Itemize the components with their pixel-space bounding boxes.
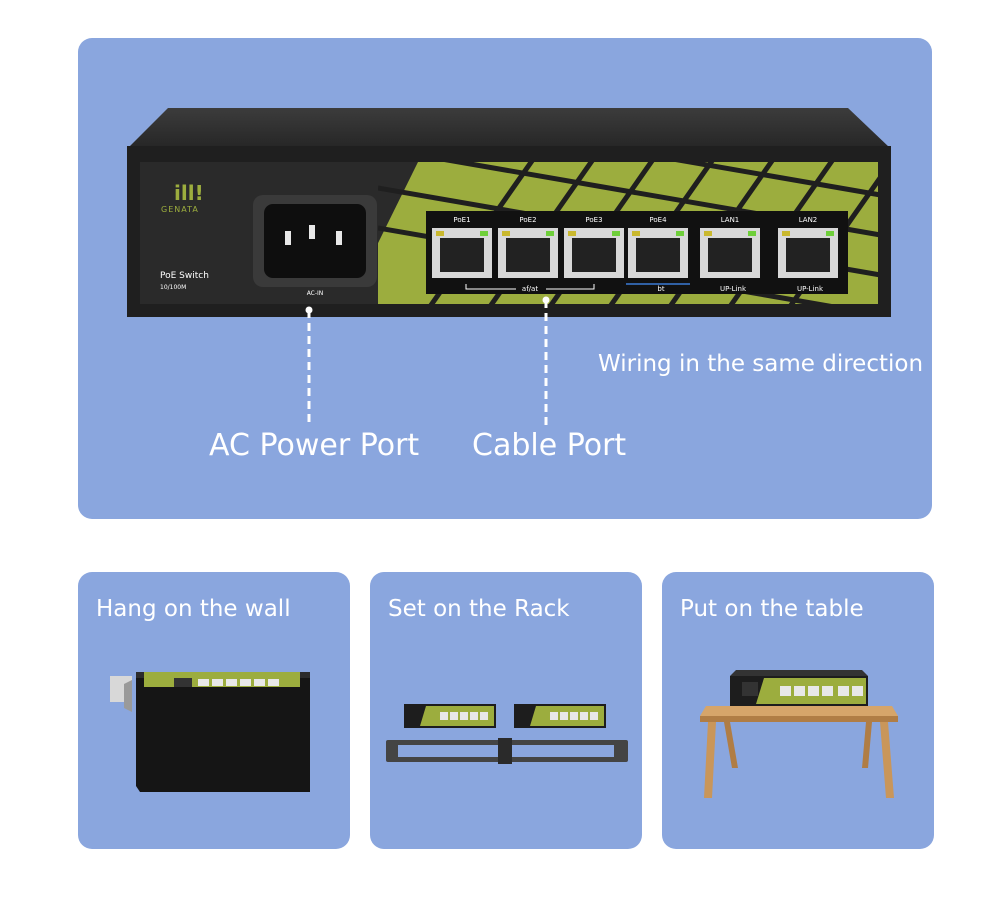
rack-bracket	[386, 738, 628, 764]
rack-switch-1	[404, 704, 496, 728]
uplink-label-1: UP-Link	[720, 285, 747, 293]
scenario-title-rack: Set on the Rack	[388, 596, 570, 622]
port-label: LAN2	[799, 216, 818, 224]
brand-logo: ill!	[174, 181, 204, 205]
scenario-title-wall: Hang on the wall	[96, 596, 291, 622]
uplink-label-2: UP-Link	[797, 285, 824, 293]
scenario-title-table: Put on the table	[680, 596, 864, 622]
table-switch	[730, 670, 868, 706]
brand-name: GENATA	[161, 205, 199, 214]
port-poe2: PoE2	[498, 216, 558, 278]
port-led	[748, 231, 756, 236]
port-led	[632, 231, 640, 236]
port-label: LAN1	[721, 216, 740, 224]
power-port-callout: AC Power Port	[209, 428, 420, 463]
switch-front-view: ill! GENATA PoE Switch 10/100M AC-IN PoE…	[127, 108, 891, 426]
scenario-card-table: Put on the table	[662, 572, 934, 849]
port-led	[480, 231, 488, 236]
scenario-card-rack: Set on the Rack	[370, 572, 642, 849]
ac-in-label: AC-IN	[307, 290, 324, 297]
port-poe4: PoE4	[628, 216, 688, 278]
wall-mount-illustration	[110, 672, 310, 792]
port-label: PoE4	[649, 216, 667, 224]
port-label: PoE3	[585, 216, 602, 224]
port-led	[546, 231, 554, 236]
model-label: PoE Switch	[160, 271, 209, 281]
port-led	[502, 231, 510, 236]
main-panel: ill! GENATA PoE Switch 10/100M AC-IN PoE…	[78, 38, 932, 519]
scenario-card-wall: Hang on the wall	[78, 572, 350, 849]
cable-port-callout: Cable Port	[472, 428, 627, 463]
port-lan2: LAN2	[778, 216, 838, 278]
port-label: PoE2	[519, 216, 536, 224]
port-led	[782, 231, 790, 236]
table	[700, 706, 898, 798]
port-led	[704, 231, 712, 236]
speed-label: 10/100M	[160, 284, 186, 291]
afat-label: af/at	[522, 285, 538, 293]
port-led	[568, 231, 576, 236]
rack-switch-2	[514, 704, 606, 728]
port-poe3: PoE3	[564, 216, 624, 278]
port-led	[826, 231, 834, 236]
bt-label: bt	[657, 285, 664, 293]
port-led	[676, 231, 684, 236]
port-poe1: PoE1	[432, 216, 492, 278]
switch-top	[128, 108, 890, 148]
rack-illustration	[386, 704, 628, 764]
port-label: PoE1	[453, 216, 470, 224]
wiring-note: Wiring in the same direction	[598, 351, 924, 377]
port-lan1: LAN1	[700, 216, 760, 278]
port-led	[436, 231, 444, 236]
port-led	[612, 231, 620, 236]
table-illustration	[700, 670, 898, 798]
